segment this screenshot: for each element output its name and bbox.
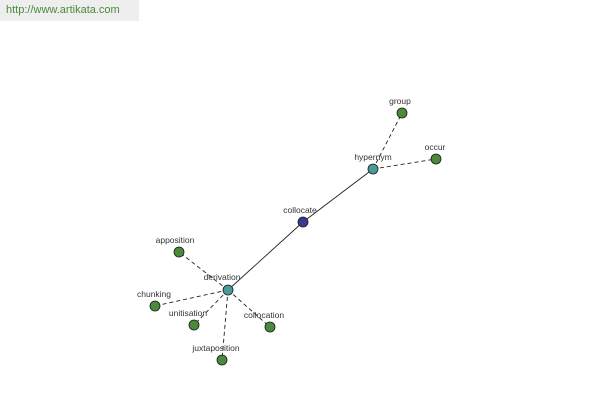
node-collocation-label: collocation xyxy=(244,310,284,320)
edge-derivation-collocation xyxy=(227,289,271,328)
edge-derivation-unitisation xyxy=(193,289,229,326)
node-group-label: group xyxy=(389,96,411,106)
node-derivation-dot[interactable] xyxy=(222,284,234,296)
site-url-banner[interactable]: http://www.artikata.com xyxy=(0,0,139,21)
node-apposition[interactable]: apposition xyxy=(156,235,195,258)
node-collocation-dot[interactable] xyxy=(264,321,276,333)
node-collocate-label: collocate xyxy=(283,205,317,215)
node-apposition-dot[interactable] xyxy=(173,246,185,258)
node-occur[interactable]: occur xyxy=(425,142,446,165)
node-hypernym[interactable]: hypernym xyxy=(354,152,392,175)
edge-hypernym-group xyxy=(372,112,403,170)
node-collocate[interactable]: collocate xyxy=(283,205,317,228)
node-collocate-dot[interactable] xyxy=(297,216,309,228)
edge-derivation-chunking xyxy=(154,289,229,307)
node-juxtaposition-label: juxtaposition xyxy=(191,343,240,353)
edge-hypernym-occur xyxy=(372,158,437,170)
node-juxtaposition[interactable]: juxtaposition xyxy=(191,343,240,366)
node-collocation[interactable]: collocation xyxy=(244,310,284,333)
edge-collocate-hypernym xyxy=(302,168,374,223)
node-chunking[interactable]: chunking xyxy=(137,289,171,312)
node-layer: collocate hypernym derivation group occur app… xyxy=(137,96,446,366)
node-hypernym-dot[interactable] xyxy=(367,163,379,175)
node-chunking-dot[interactable] xyxy=(149,300,161,312)
node-group[interactable]: group xyxy=(389,96,411,119)
node-unitisation-label: unitisation xyxy=(169,308,208,318)
node-chunking-label: chunking xyxy=(137,289,171,299)
node-apposition-label: apposition xyxy=(156,235,195,245)
edge-collocate-derivation xyxy=(227,221,304,291)
node-derivation-label: derivation xyxy=(204,272,241,282)
edge-derivation-apposition xyxy=(178,251,229,291)
node-group-dot[interactable] xyxy=(396,107,408,119)
node-juxtaposition-dot[interactable] xyxy=(216,354,228,366)
edge-derivation-juxtaposition xyxy=(221,289,229,361)
node-occur-dot[interactable] xyxy=(430,153,442,165)
node-occur-label: occur xyxy=(425,142,446,152)
node-hypernym-label: hypernym xyxy=(354,152,391,162)
node-unitisation[interactable]: unitisation xyxy=(169,308,208,331)
node-unitisation-dot[interactable] xyxy=(188,319,200,331)
edge-layer xyxy=(154,112,437,361)
node-derivation[interactable]: derivation xyxy=(204,272,241,296)
